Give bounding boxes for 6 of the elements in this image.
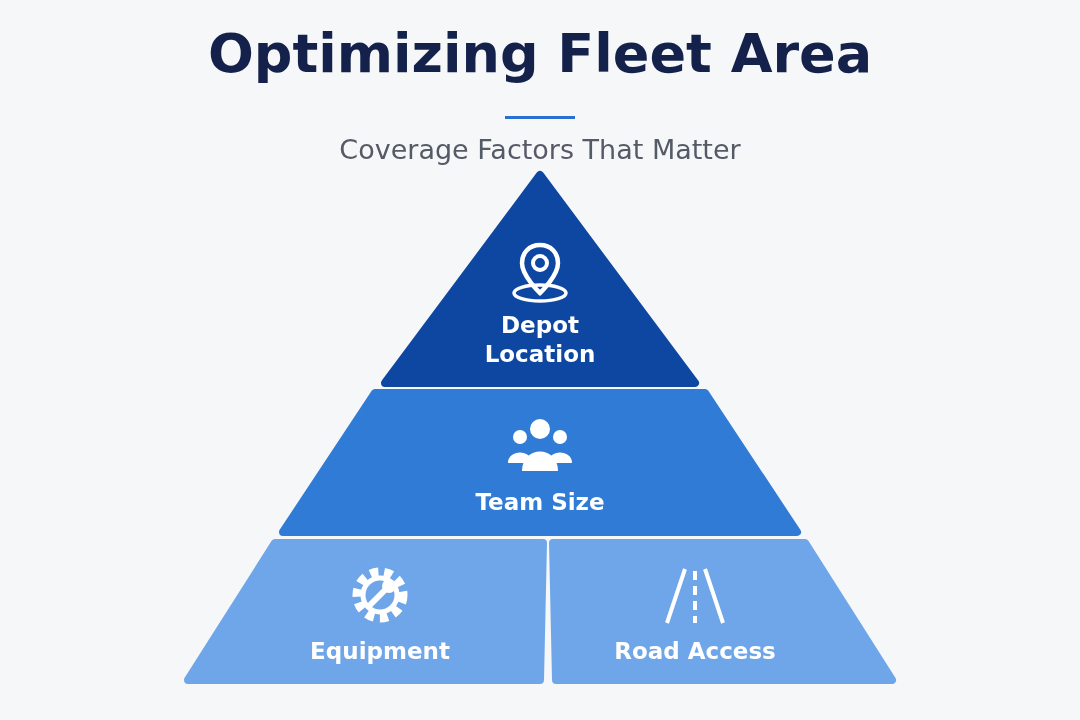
tier-label: Team Size [475, 487, 605, 517]
tier-label: Depot Location [483, 311, 597, 369]
title: Optimizing Fleet Area [207, 22, 873, 85]
tier-label: Road Access [614, 636, 776, 666]
tier-label: Equipment [310, 636, 450, 666]
subtitle: Coverage Factors That Matter [339, 134, 741, 165]
